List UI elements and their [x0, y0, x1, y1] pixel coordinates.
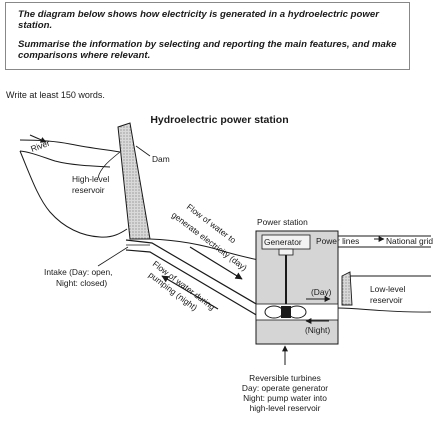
low-dam-wall [341, 271, 353, 306]
high-reservoir-shore [19, 150, 128, 238]
label-intake-1: Intake (Day: open, [44, 267, 112, 277]
intake-leader-line [97, 246, 129, 267]
ground-line [149, 238, 259, 261]
label-day: (Day) [311, 287, 332, 297]
label-turbines-1: Reversible turbines [249, 373, 321, 383]
label-turbines-4: high-level reservoir [250, 403, 321, 413]
label-dam: Dam [152, 154, 170, 164]
label-turbines-2: Day: operate generator [242, 383, 328, 393]
day-flow-arrow [189, 246, 243, 280]
label-low-level-1: Low-level [370, 284, 406, 294]
generator-shaft-housing [278, 248, 294, 256]
dam-wall [117, 122, 151, 240]
night-flow-arrow [161, 275, 219, 310]
power-station-building [255, 230, 339, 345]
task-paragraph-1: The diagram below shows how electricity … [18, 9, 379, 32]
high-reservoir-waterline [97, 151, 121, 179]
label-high-level-2: reservoir [72, 185, 105, 195]
task-paragraph-2: Summarise the information by selecting a… [18, 38, 397, 62]
pipe-lower-wall [125, 249, 259, 317]
turbine-hub [281, 306, 291, 318]
low-reservoir-bed [337, 307, 432, 313]
dam-leader-line [135, 145, 151, 157]
river-flow-arrow [29, 134, 47, 143]
label-low-level-2: reservoir [370, 295, 403, 305]
label-generator: Generator [264, 237, 302, 247]
word-count-instruction: Write at least 150 words. [6, 90, 105, 100]
label-power-lines: Power lines [316, 236, 359, 246]
label-high-level-1: High-level [72, 174, 109, 184]
pipe-upper-wall [125, 239, 259, 306]
turbine-left [264, 305, 284, 319]
label-turbines-3: Night: pump water into [243, 393, 327, 403]
river-bank-top [19, 139, 121, 153]
label-national-grid: National grid [386, 236, 433, 246]
label-night: (Night) [305, 325, 330, 335]
river-bank-bottom [19, 150, 111, 168]
diagram-title: Hydroelectric power station [150, 114, 289, 126]
label-power-station: Power station [257, 217, 308, 227]
task-box: The diagram below shows how electricity … [5, 2, 410, 70]
label-intake-2: Night: closed) [56, 278, 107, 288]
